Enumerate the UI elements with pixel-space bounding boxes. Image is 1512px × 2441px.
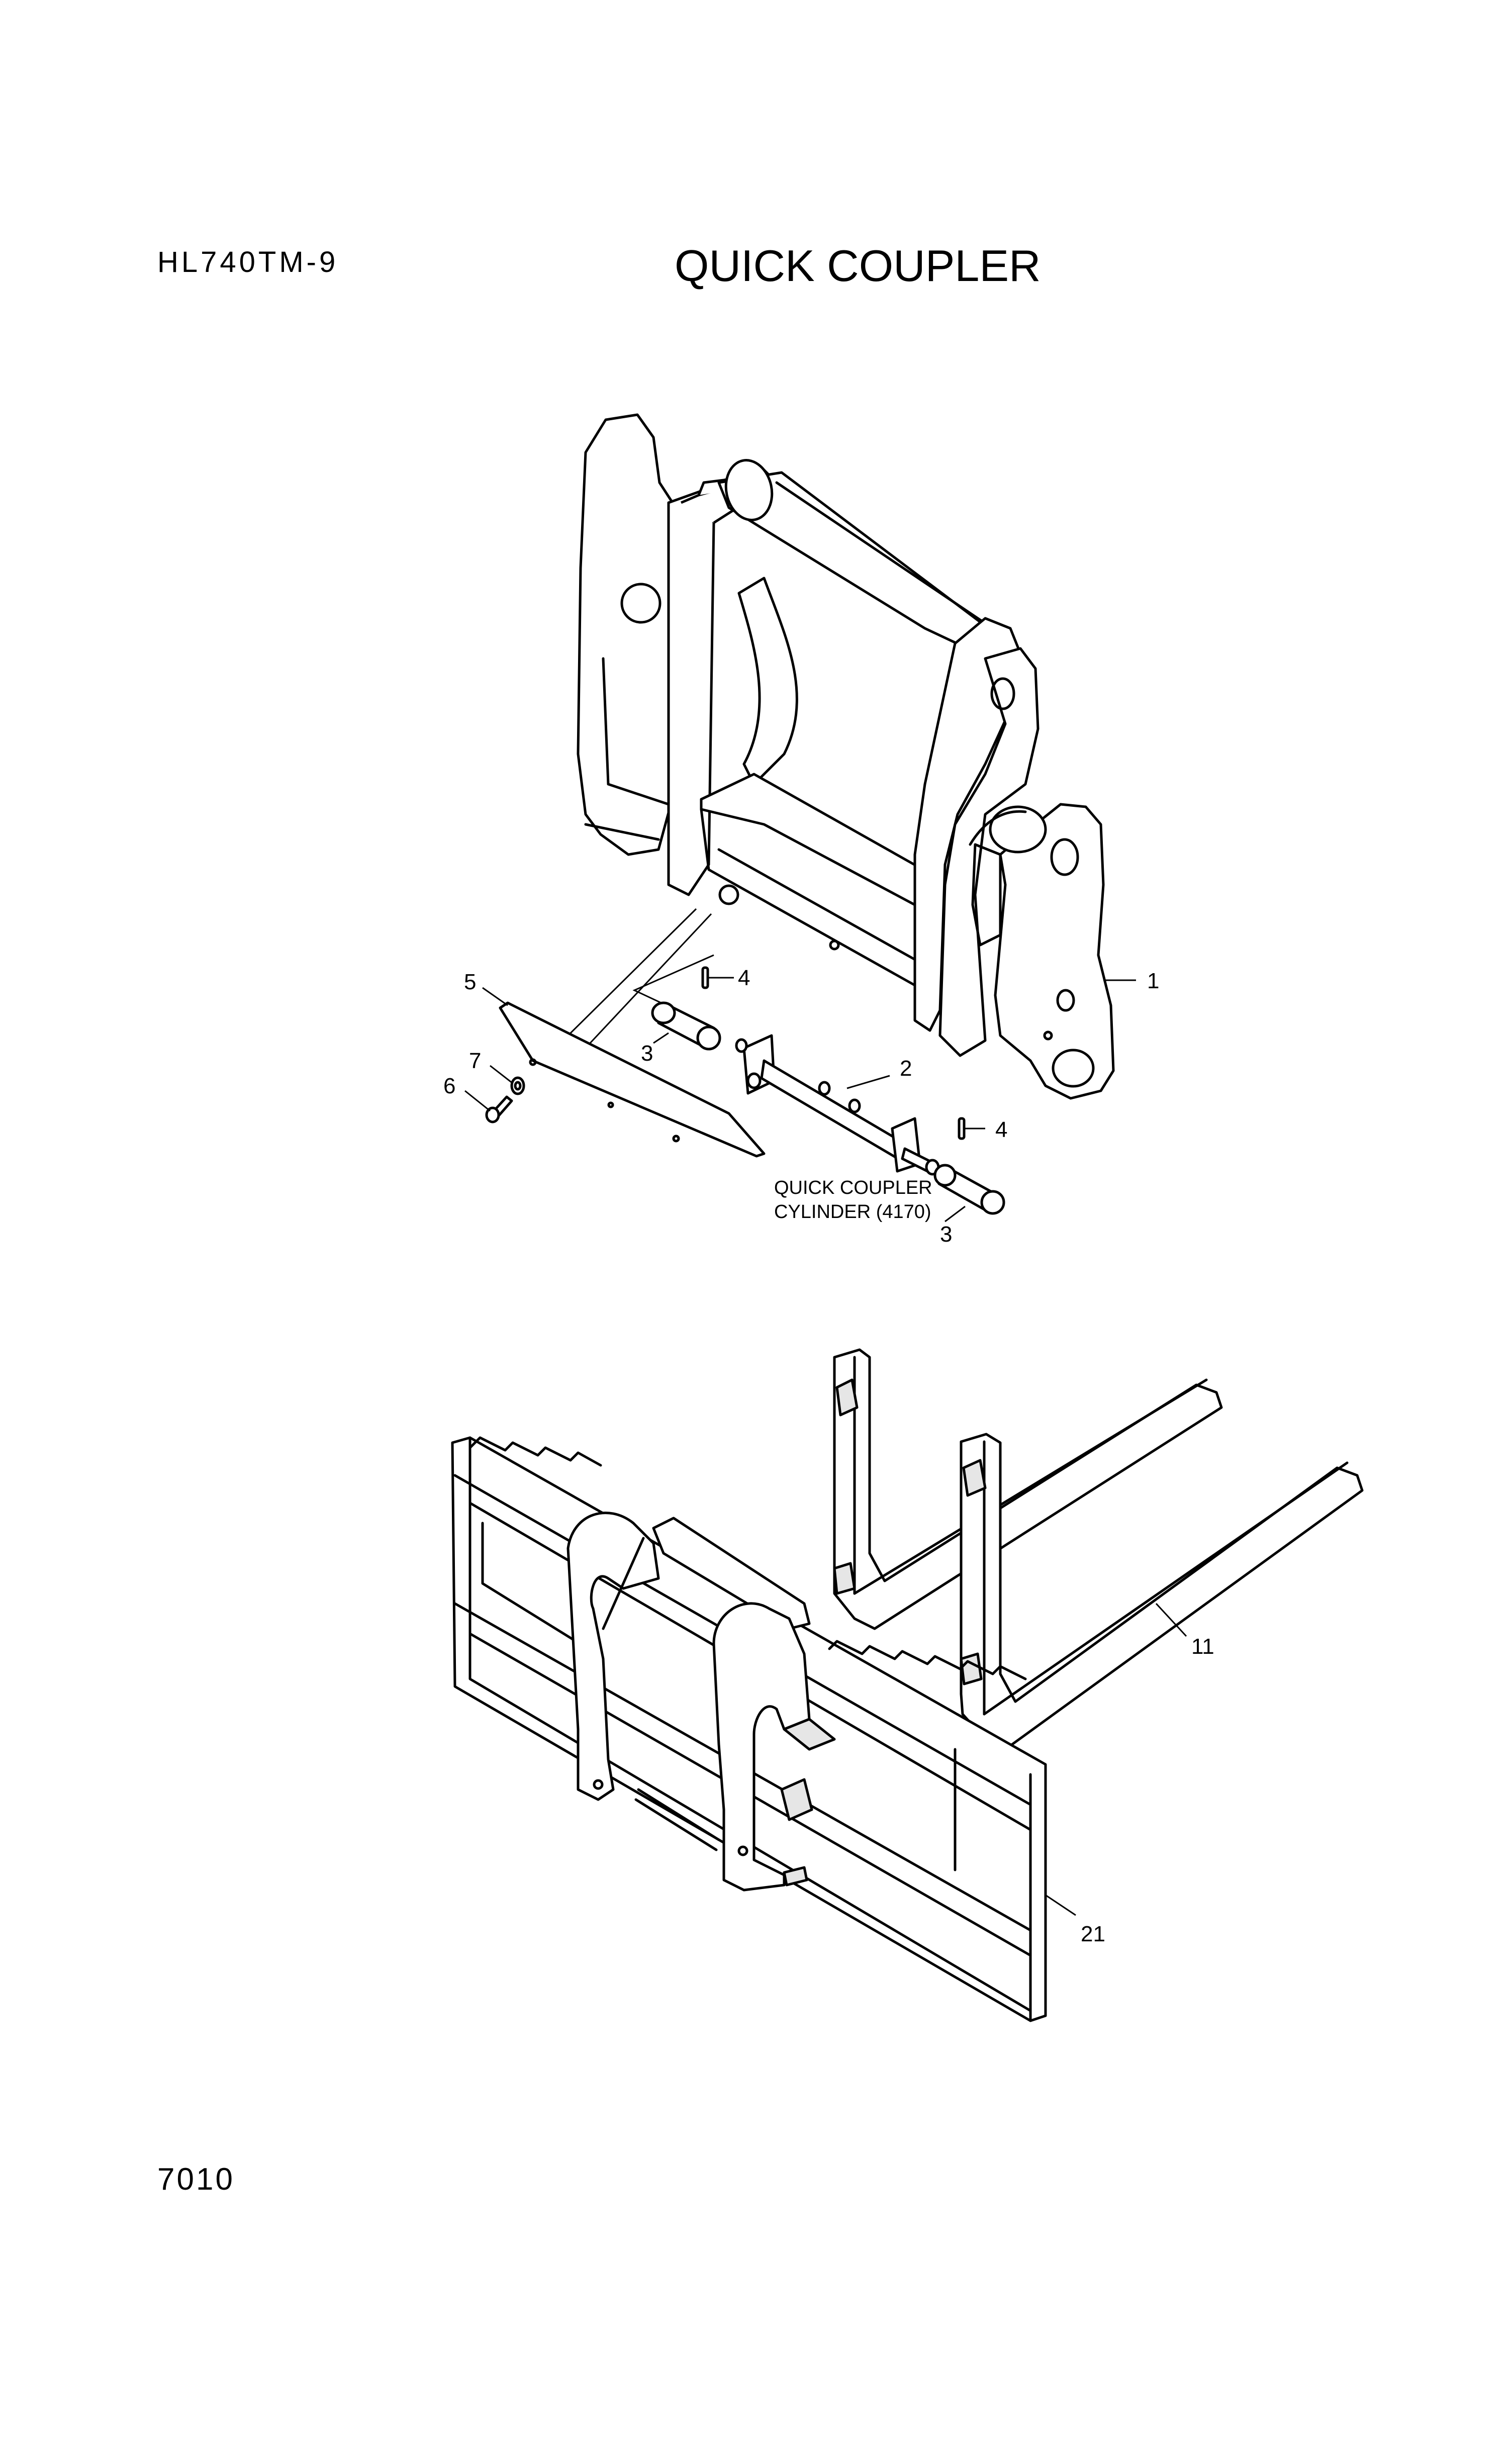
callout-3-lower: 3	[940, 1222, 952, 1247]
callout-11: 11	[1191, 1634, 1214, 1659]
callout-3-upper: 3	[641, 1041, 653, 1066]
callout-1: 1	[1147, 969, 1159, 993]
callout-4-upper: 4	[738, 966, 750, 990]
callout-21: 21	[1081, 1922, 1105, 1946]
callout-6: 6	[443, 1074, 455, 1098]
callout-7: 7	[469, 1049, 481, 1073]
fork-carriage	[451, 1436, 1047, 2022]
pin-upper	[651, 1001, 721, 1051]
pallet-fork-left	[833, 1348, 1223, 1630]
page-title: QUICK COUPLER	[675, 241, 1041, 291]
page-number: 7010	[157, 2162, 235, 2197]
callout-2: 2	[900, 1056, 912, 1081]
callout-4-lower: 4	[995, 1117, 1007, 1142]
note-line-2: CYLINDER (4170)	[774, 1201, 931, 1223]
pallet-fork-right	[960, 1433, 1364, 1751]
quick-coupler-cylinder	[735, 1034, 940, 1176]
upper-callout-leaders	[464, 977, 1136, 1223]
coupler-frame	[577, 413, 1115, 1100]
cover-plate	[499, 1001, 766, 1158]
model-name: HL740TM-9	[157, 246, 339, 278]
callout-labels: 1 2 3 3 4 4 5 6 7 11 21 QUICK COUPLER CY…	[443, 966, 1214, 1946]
spring-pin-lower	[958, 1117, 966, 1140]
callout-5: 5	[464, 970, 476, 994]
washer	[510, 1076, 525, 1095]
note-line-1: QUICK COUPLER	[774, 1177, 932, 1198]
lower-callout-leaders	[1045, 1603, 1187, 1916]
spring-pin-upper	[701, 966, 709, 989]
pin-lower	[933, 1164, 1005, 1215]
bolt	[485, 1095, 513, 1123]
